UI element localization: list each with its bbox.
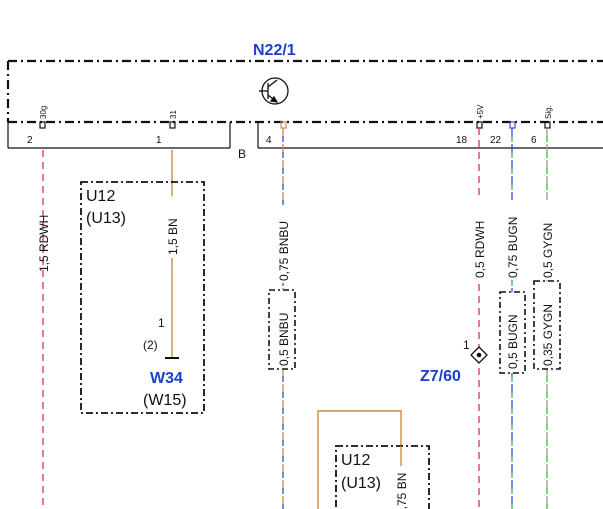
optional-box-left [80,181,205,414]
splice-name: Z7/60 [420,368,461,385]
pin-number-6: 6 [531,135,537,146]
wire-label-bugn: 0,75 BUGN [506,217,520,278]
box-left-line1: U12 [86,188,115,205]
pin-number-18: 18 [456,135,468,146]
pin-number-1: 1 [156,135,162,146]
connector-strip-right [257,122,603,149]
wire-label-bg-gygn [541,200,553,280]
wire-label-bg-rdwh-right [473,200,485,280]
wire-label-gygn: 0,5 GYGN [541,223,555,278]
optional-box-bottom [335,445,430,509]
wire-label-bg-bn-lower [395,466,407,509]
splice-pin: 1 [463,338,470,352]
wire-label-bn-ground: 1,5 BN [166,218,180,255]
box-bottom-line1: U12 [341,452,370,469]
connector-strip-left [7,122,231,149]
wire-label-bugn-alt: 0,5 BUGN [506,314,520,369]
wire-label-bnbu: 0,75 BNBU [277,221,291,281]
box-bottom-line2: (U13) [341,475,381,492]
pin-signal-30g: 30g [39,106,48,119]
wire-box-gygn [533,280,561,370]
ground-alt: (W15) [143,392,187,409]
wire-label-bg-bnbu [277,205,289,283]
pin-number-22: 22 [490,135,502,146]
pin-number-4: 4 [266,135,272,146]
box-left-line2: (U13) [86,210,126,227]
wire-label-bg-bugn [506,200,518,280]
connector-label: B [238,147,246,161]
diamond-ground-icon [470,346,488,364]
ground-pin-top: 1 [158,316,165,330]
pin-number-2: 2 [27,135,33,146]
pin-signal-5v: +5V [476,104,485,119]
wire-label-rdwh-left: 1,5 RDWH [37,215,51,272]
pin-signal-31: 31 [169,110,178,119]
transistor-symbol-icon [259,77,289,105]
module-title: N22/1 [253,42,296,59]
wire-box-bugn [499,291,526,374]
wire-box-bnbu [268,289,296,370]
pin-signal-sig: Sig. [544,105,553,119]
wire-label-bnbu-alt: 0,5 BNBU [277,313,291,366]
ground-name: W34 [150,370,183,387]
wire-label-bn-lower: 0,75 BN [395,473,409,509]
wire-label-rdwh-right: 0,5 RDWH [473,221,487,278]
ground-pin-bottom: (2) [143,338,158,352]
module-boundary [6,59,603,124]
wire-label-gygn-alt: 0,35 GYGN [541,304,555,366]
